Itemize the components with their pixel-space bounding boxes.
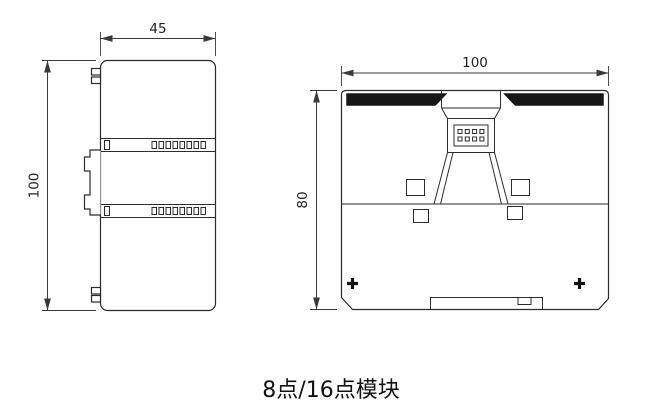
side-din-clip xyxy=(83,149,101,216)
mount-hole-bottom-left xyxy=(413,209,429,223)
bottom-rail-channel xyxy=(430,297,543,310)
dim-front-height: 80 xyxy=(295,90,337,310)
side-view-body xyxy=(99,59,217,312)
mount-hole-top-left xyxy=(406,179,425,196)
side-view: 45 100 xyxy=(27,21,217,312)
front-view-body xyxy=(340,89,610,311)
front-view: 100 80 xyxy=(295,55,610,311)
dim-front-width-label: 100 xyxy=(462,55,488,71)
mount-hole-top-right xyxy=(511,179,530,196)
dim-front-width: 100 xyxy=(341,55,609,86)
dim-side-height: 100 xyxy=(27,60,96,311)
front-cover-strip-left xyxy=(346,93,448,106)
connector-recess-lines xyxy=(433,152,509,205)
screw-right-icon xyxy=(574,278,585,289)
front-cover-strip-right xyxy=(502,93,604,106)
terminal-row-bottom xyxy=(100,204,216,218)
drawing-caption: 8点/16点模块 xyxy=(262,378,399,403)
connector-pins xyxy=(457,129,485,142)
mount-hole-bottom-right xyxy=(507,206,523,220)
dim-side-height-label: 100 xyxy=(27,173,43,199)
dim-side-width-label: 45 xyxy=(149,21,166,37)
mount-holes xyxy=(406,179,530,223)
dim-side-width: 45 xyxy=(100,21,216,56)
side-bottom-clips xyxy=(90,286,102,303)
front-connector xyxy=(441,90,501,153)
side-top-clips xyxy=(90,67,102,85)
screw-left-icon xyxy=(347,278,358,289)
dim-front-height-label: 80 xyxy=(295,191,311,208)
terminal-row-top xyxy=(100,138,216,152)
